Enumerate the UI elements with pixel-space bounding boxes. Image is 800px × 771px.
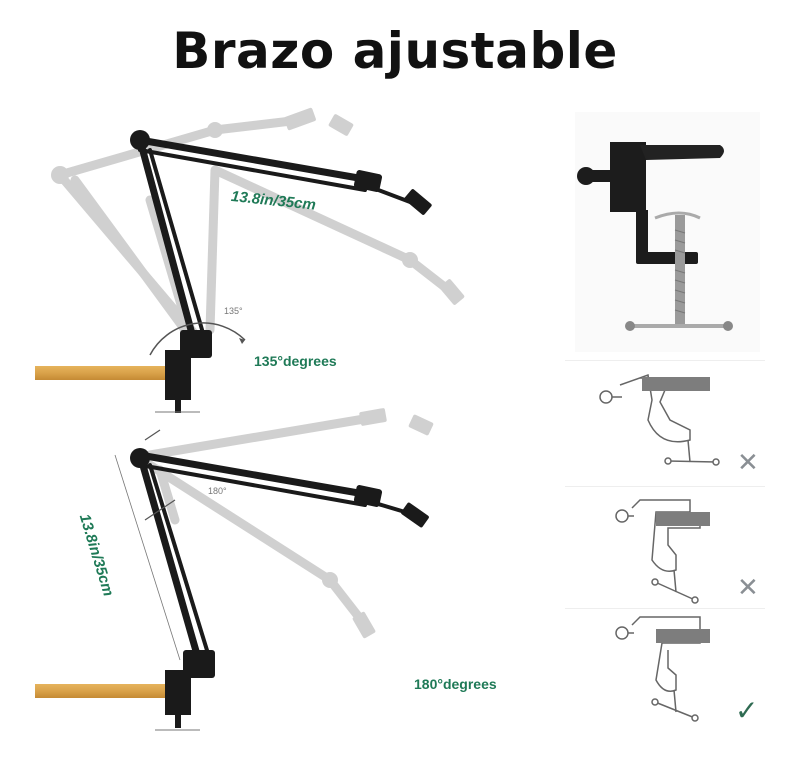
top-arm-diagram	[35, 107, 465, 413]
ghost-arm-top-left	[55, 115, 460, 345]
ghost-arm-top-parts	[51, 107, 465, 305]
clamp-photo	[575, 112, 760, 352]
black-arm-top	[136, 136, 420, 349]
panel-divider-2	[565, 486, 765, 487]
panel-divider-1	[565, 360, 765, 361]
bottom-arm-diagram	[35, 408, 434, 731]
clamp-diagram-3	[615, 616, 710, 722]
degrees-label-top: 135°degrees	[254, 353, 337, 369]
angle-label-small-bottom: 180°	[208, 486, 227, 496]
desk-clamp-bottom	[165, 670, 191, 715]
desk-bottom	[35, 684, 185, 698]
clamp-diagram-2	[615, 499, 710, 604]
angle-arc-top	[149, 322, 246, 356]
check-icon: ✓	[735, 694, 759, 727]
degrees-label-bottom: 180°degrees	[414, 676, 497, 692]
desk-clamp-top	[165, 350, 191, 400]
page-title: Brazo ajustable	[172, 22, 618, 80]
clamp-diagram-1	[599, 373, 720, 466]
cross-icon: ✕	[737, 448, 759, 478]
panel-divider-3	[565, 608, 765, 609]
cross-icon: ✕	[737, 573, 759, 603]
desk-top	[35, 366, 185, 380]
angle-label-small-top: 135°	[224, 306, 243, 316]
